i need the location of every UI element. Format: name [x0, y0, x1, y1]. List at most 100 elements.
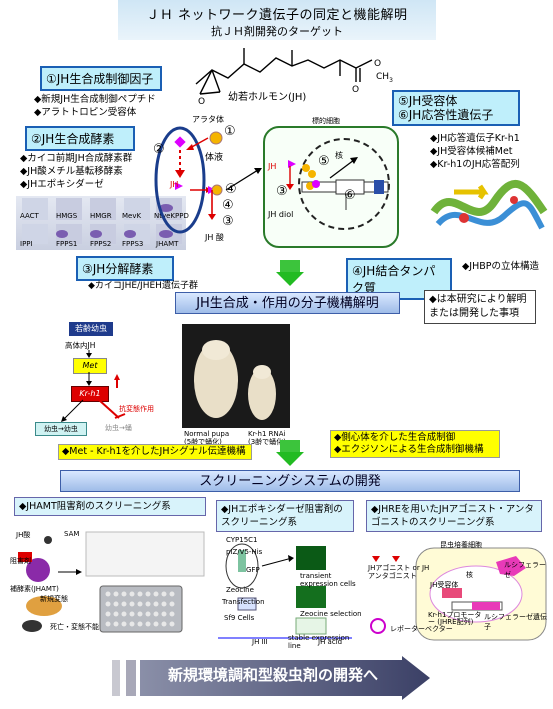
factor-1-item: ◆新規JH生合成制御ペプチド: [34, 94, 156, 105]
gel-bottom-label: FPPS3: [122, 240, 144, 248]
findings-box-left: ◆Met - Kr-h1を介したJHシグナル伝達機構: [58, 444, 252, 460]
marker-5: ⑤: [318, 154, 330, 169]
footer-stripe: [112, 660, 120, 696]
screening-panel-2: CYP15C1 pIZ/V5-His GFP Zeocine Transfect…: [212, 536, 362, 650]
met-box: Met: [73, 358, 107, 374]
jh-diol-label: JH diol: [268, 210, 294, 219]
page-subtitle: 抗ＪＨ剤開発のターゲット: [211, 25, 343, 38]
screen3-label: JH受容体: [430, 581, 459, 589]
screen1-label: 新規変態: [40, 595, 68, 603]
screen2-label: CYP15C1: [226, 536, 258, 544]
flow-arrow-head: [276, 452, 304, 466]
screen1-label: 補酵素(JHAMT): [10, 585, 59, 593]
factor-56-item: ◆Kr-h1のJH応答配列: [430, 159, 520, 170]
met-krh1-pathway: 若齢幼虫 高体内JH Met Kr-h1 抗変態作用 幼虫→幼虫 幼虫→蛹: [35, 322, 165, 436]
factor-1-item: ◆アラトトロピン受容体: [34, 107, 137, 118]
section3-banner: スクリーニングシステムの開発: [60, 470, 520, 492]
header: ＪＨ ネットワーク遺伝子の同定と機能解明 抗ＪＨ剤開発のターゲット: [118, 0, 436, 40]
screen2-label: stable expression line: [288, 634, 350, 650]
screen3-label: 核: [466, 571, 473, 579]
factor-56-box: ⑤JH受容体 ⑥JH応答性遺伝子: [392, 90, 520, 126]
body-fluid-label: 体液: [205, 153, 224, 163]
photo-caption-rnai: Kr-h1 RNAi (3齢で蛹化): [248, 430, 286, 446]
screen2-label: Sf9 Cells: [224, 614, 255, 622]
jhamt-assay-diagram: [18, 531, 205, 633]
corpora-allata-diagram: [154, 126, 262, 234]
factor-2-item: ◆JHエポキシダーゼ: [20, 179, 104, 190]
flow-arrow-shaft: [280, 440, 300, 452]
gel-top-label: MevK: [122, 212, 142, 220]
footer-text: 新規環境調和型殺虫剤の開発へ: [168, 666, 379, 684]
screen3-label: レポーターベクター: [390, 625, 453, 633]
factor-2-item: ◆カイコ前期JH合成酵素群: [20, 153, 133, 164]
factor-2-box: ②JH生合成酵素: [25, 126, 135, 151]
screen1-label: SAM: [64, 530, 80, 538]
screening-box-2: ◆JHエポキシダーゼ阻害剤のスクリーニング系: [216, 500, 354, 532]
page-title: ＪＨ ネットワーク遺伝子の同定と機能解明: [146, 8, 408, 23]
screen2-label: JH acid: [318, 638, 343, 646]
flow-arrow-head: [276, 272, 304, 286]
jh-molecule-structure: O O O: [195, 48, 381, 107]
gel-bottom-label: FPPS1: [56, 240, 78, 248]
gel-bottom-label: JHAMT: [156, 240, 179, 248]
nucleus: [298, 138, 390, 230]
screen3-label: ルシフェラーゼ遺伝子: [484, 613, 547, 631]
pathway-arrows: [61, 350, 126, 422]
nucleus-label: 核: [335, 151, 343, 160]
finding-item: ◆側心体を介した生合成制御: [334, 432, 456, 443]
gel-top-label: AACT: [20, 212, 39, 220]
factor-2-item: ◆JH酸メチル基転移酵素: [20, 166, 123, 177]
factor-2-list: ◆カイコ前期JH合成酵素群 ◆JH酸メチル基転移酵素 ◆JHエポキシダーゼ: [20, 152, 132, 191]
larva-larva-box: 幼虫→幼虫: [35, 422, 87, 436]
factor-6-label: ⑥JH応答性遺伝子: [398, 108, 494, 122]
marker-1: ①: [224, 124, 236, 139]
young-larva-label: 若齢幼虫: [69, 322, 113, 336]
screen3-label: ルシフェラーゼ: [504, 561, 546, 579]
receptor-dna-diagram: [286, 157, 389, 210]
screen3-label: Kr-h1プロモーター (JHRE配列): [428, 611, 482, 626]
marker-3: ③: [222, 214, 234, 229]
screening-box-1: ◆JHAMT阻害剤のスクリーニング系: [14, 497, 206, 516]
flow-arrow-shaft: [280, 260, 300, 272]
marker-3b: ③: [276, 184, 288, 199]
epoxide-o-label: O: [198, 97, 205, 107]
factor-3-item: ◆カイコJHE/JHEH遺伝子群: [88, 281, 198, 291]
finding-item: ◆エクジソンによる生合成制御機構: [334, 444, 484, 455]
ch3-label: CH3: [376, 72, 393, 84]
screen1-label: 阻害剤: [10, 557, 31, 565]
factor-1-list: ◆新規JH生合成制御ペプチド ◆アラトトロピン受容体: [34, 93, 156, 119]
screening-panel-1: JH酸 SAM 阻害剤 補酵素(JHAMT) 新規変態 死亡・変態不能: [8, 528, 208, 640]
screen1-label: 死亡・変態不能: [50, 623, 99, 631]
screen2-label: pIZ/V5-His: [226, 548, 263, 556]
target-cell-label: 標的細胞: [312, 117, 340, 125]
legend-box: ◆は本研究により解明または開発した事項: [424, 290, 536, 324]
gel-bottom-label: IPPI: [20, 240, 33, 248]
screen2-label: Zeocine selection: [300, 610, 362, 618]
carbonyl-o-label: O: [352, 85, 359, 95]
ester-o-label: O: [374, 59, 381, 69]
gel-top-label: NtveKPPD: [154, 212, 189, 220]
epoxidase-assay-diagram: [218, 543, 352, 639]
screening-panel-3: 昆虫培養細胞 JHアゴニスト or JHアンタゴニスト 核 JH受容体 ルシフェ…: [366, 540, 548, 642]
marker-4: ④: [225, 182, 237, 197]
factor-5-label: ⑤JH受容体: [398, 94, 458, 108]
larva-photo-panel: [182, 324, 290, 428]
findings-box-right: ◆側心体を介した生合成制御 ◆エクジソンによる生合成制御機構: [330, 430, 500, 458]
jh-acid-label: JH 酸: [205, 233, 224, 242]
section2-banner: JH生合成・作用の分子機構解明: [175, 292, 400, 314]
gel-top-label: HMGR: [90, 212, 112, 220]
molecule-label: 幼若ホルモン(JH): [228, 92, 307, 103]
photo-caption-normal: Normal pupa (5齢で蛹化): [184, 430, 230, 446]
jhbp-protein-structure: [430, 179, 548, 230]
high-jh-label: 高体内JH: [65, 341, 96, 350]
screen2-label: transient expression cells: [300, 572, 356, 588]
corpora-allata-label: アラタ体: [192, 115, 224, 124]
screen3-label: 昆虫培養細胞: [440, 541, 482, 549]
factor-1-box: ①JH生合成制御因子: [40, 66, 162, 91]
screening-box-3: ◆JHREを用いたJHアゴニスト・アンタゴニストのスクリーニング系: [366, 500, 542, 532]
screen1-label: JH酸: [16, 531, 31, 539]
larva-pupa-label: 幼虫→蛹: [105, 424, 132, 432]
jhre-assay-diagram: [370, 547, 547, 641]
screen3-label: JHアゴニスト or JHアンタゴニスト: [368, 564, 430, 580]
gel-bottom-label: FPPS2: [90, 240, 112, 248]
